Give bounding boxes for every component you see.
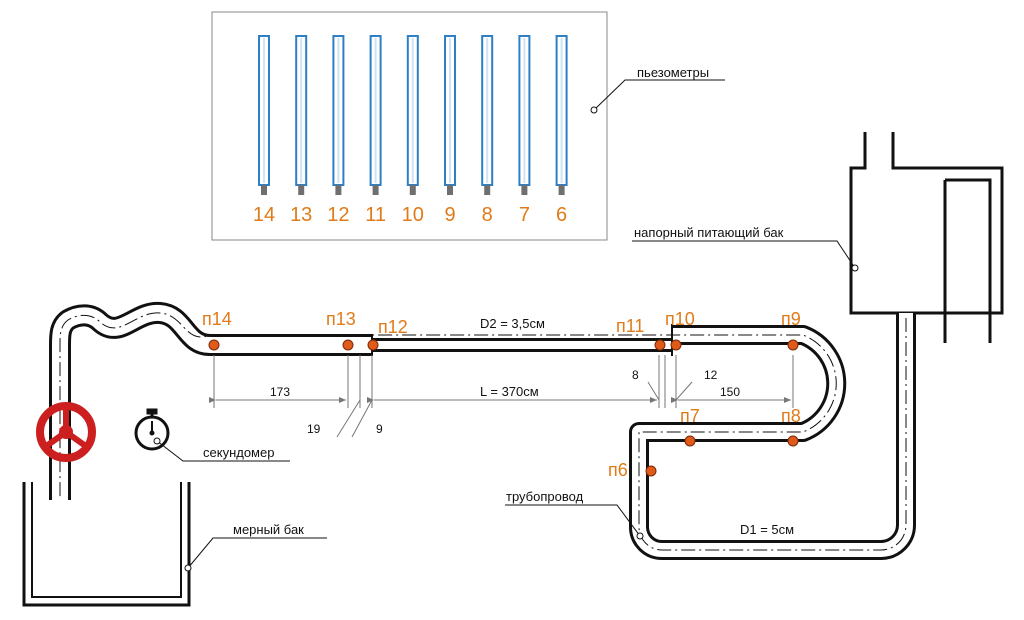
label-measuring-tank: мерный бак <box>233 522 304 537</box>
label-d1: D1 = 5см <box>740 522 794 537</box>
dim-150: 150 <box>720 385 740 399</box>
dim-19: 19 <box>307 422 321 436</box>
tube-number-13: 13 <box>290 204 312 226</box>
tube-number-11: 11 <box>365 204 386 226</box>
point-p11 <box>654 339 666 351</box>
label-stopwatch: секундомер <box>203 445 274 460</box>
stopwatch-icon <box>134 408 170 451</box>
dimension-lines <box>209 355 794 438</box>
label-pipeline: трубопровод <box>506 489 584 504</box>
pipeline <box>49 302 916 560</box>
leader-lines <box>153 79 859 572</box>
measuring-tank <box>22 482 191 607</box>
piezometer-tube-13: 13 <box>290 35 312 226</box>
label-d2: D2 = 3,5см <box>480 316 545 331</box>
label-p11: п11 <box>616 316 644 336</box>
point-p10 <box>670 339 682 351</box>
tube-number-6: 6 <box>556 204 567 226</box>
tube-number-7: 7 <box>519 204 530 226</box>
tube-number-9: 9 <box>444 204 455 226</box>
piezometer-tube-8: 8 <box>481 35 494 226</box>
measurement-points <box>208 339 799 477</box>
point-p13 <box>342 339 354 351</box>
label-p14: п14 <box>202 309 232 329</box>
point-p7 <box>684 435 696 447</box>
valve-icon[interactable] <box>36 402 96 462</box>
piezometer-tube-10: 10 <box>402 35 424 226</box>
label-p10: п10 <box>665 309 695 329</box>
piezometer-tube-7: 7 <box>518 35 531 226</box>
label-supply-tank: напорный питающий бак <box>634 225 784 240</box>
point-p12 <box>367 339 379 351</box>
piezometer-tube-9: 9 <box>444 35 456 226</box>
point-p9 <box>787 339 799 351</box>
label-p8: п8 <box>781 406 801 426</box>
label-p13: п13 <box>326 309 356 329</box>
dim-length: L = 370см <box>480 384 539 399</box>
tube-number-10: 10 <box>402 204 424 226</box>
dim-8: 8 <box>632 368 639 382</box>
point-p14 <box>208 339 220 351</box>
supply-tank <box>849 132 1004 345</box>
point-p8 <box>787 435 799 447</box>
label-p6: п6 <box>608 460 628 480</box>
piezometer-tube-12: 12 <box>327 35 350 226</box>
piezometer-tube-11: 11 <box>365 35 386 226</box>
piezometer-board: 14 13 12 11 10 9 8 7 6 <box>211 11 608 241</box>
dim-12: 12 <box>704 368 718 382</box>
piezometer-tube-6: 6 <box>555 35 568 226</box>
dim-173: 173 <box>270 385 290 399</box>
tube-number-12: 12 <box>327 204 349 226</box>
tube-number-14: 14 <box>253 204 275 226</box>
label-p9: п9 <box>781 309 801 329</box>
dim-9: 9 <box>376 422 383 436</box>
point-p6 <box>645 465 657 477</box>
label-piezometers: пьезометры <box>637 65 709 80</box>
label-p7: п7 <box>680 406 700 426</box>
piezometer-tube-14: 14 <box>253 35 275 226</box>
tube-number-8: 8 <box>482 204 493 226</box>
label-p12: п12 <box>378 317 408 337</box>
